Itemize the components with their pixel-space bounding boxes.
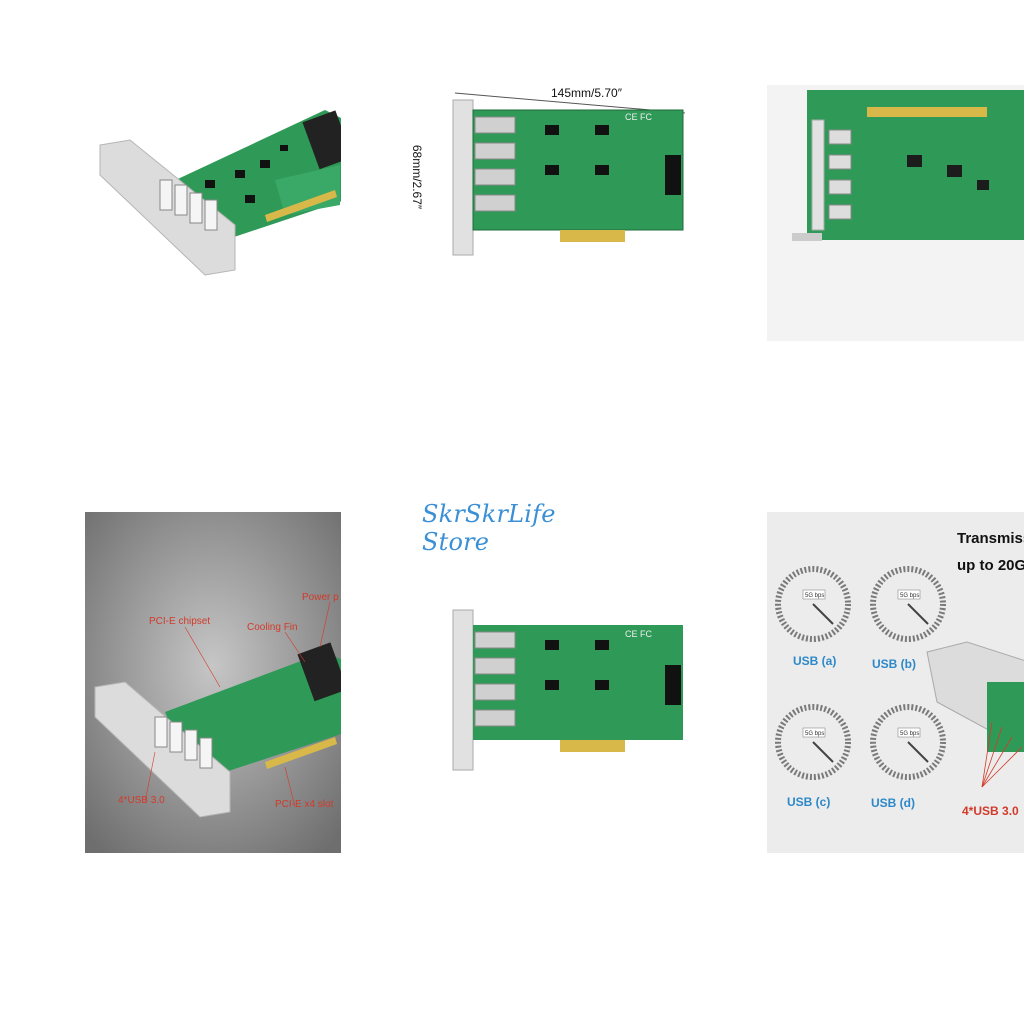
label-pcie: PCI-E x4 slot <box>275 799 334 810</box>
width-dimension-label: 145mm/5.70″ <box>551 86 622 100</box>
gauge-b-value: 5G bps <box>900 593 919 599</box>
height-dimension-label: 68mm/2.67″ <box>410 144 425 210</box>
label-cooling: Cooling Fin <box>247 622 298 633</box>
product-photo-top-view[interactable] <box>767 85 1024 341</box>
usb-b-label: USB (b) <box>872 657 916 671</box>
usb-c-label: USB (c) <box>787 795 831 809</box>
headline-line2: up to 20G <box>957 557 1024 574</box>
product-photo-front[interactable]: CE FC <box>425 590 705 780</box>
svg-text:CE FC: CE FC <box>625 112 653 122</box>
label-hub: PCI-E chipset <box>149 616 211 627</box>
usb-d-label: USB (d) <box>871 796 915 810</box>
svg-text:CE FC: CE FC <box>625 629 653 639</box>
product-photo-annotated[interactable]: PCI-E chipset Cooling Fin Power p 4*USB … <box>85 512 341 853</box>
label-usb: 4*USB 3.0 <box>118 795 165 806</box>
product-photo-dimensions[interactable]: CE FC <box>425 85 705 265</box>
headline-line1: Transmiss <box>957 530 1024 547</box>
store-name: SkrSkrLife Store <box>422 500 556 556</box>
gauge-d-value: 5G bps <box>900 731 919 737</box>
speed-infographic[interactable]: 5G bps 5G bps 5G bps 5G bps Transmiss up… <box>767 512 1024 853</box>
product-photo-angled[interactable] <box>85 85 341 341</box>
gauge-c-value: 5G bps <box>805 731 824 737</box>
usb30-label: 4*USB 3.0 <box>962 804 1019 818</box>
usb-a-label: USB (a) <box>793 654 837 668</box>
label-power: Power p <box>302 592 339 603</box>
gauge-a-value: 5G bps <box>805 593 824 599</box>
